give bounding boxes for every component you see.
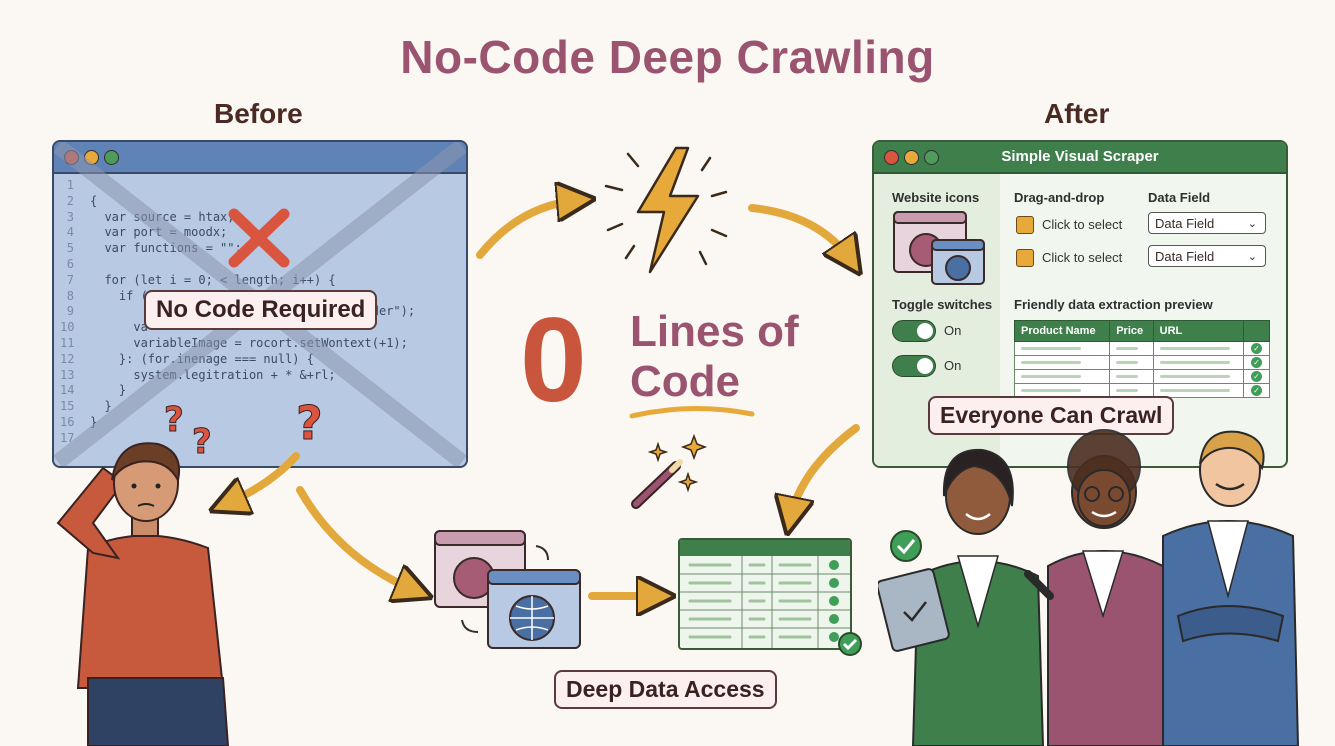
extraction-preview-table: Product Name Price URL ✓ ✓ ✓ ✓ — [1013, 320, 1271, 398]
svg-text:?: ? — [164, 400, 184, 440]
code-line-number: 17 — [60, 430, 75, 445]
code-line-number: 5 — [66, 241, 74, 256]
visual-scraper-window: Simple Visual Scraper Website icons Drag… — [872, 140, 1288, 468]
code-line-number: 1 — [66, 178, 74, 192]
data-field-select-2-value: Data Field — [1155, 249, 1215, 264]
code-line-number: 7 — [66, 272, 74, 287]
code-text: Code — [630, 357, 740, 406]
scraper-titlebar: Simple Visual Scraper — [874, 142, 1286, 174]
click-to-select-2[interactable]: Click to select — [1042, 250, 1123, 265]
chevron-down-icon: ⌄ — [1247, 251, 1257, 263]
code-line-number: 15 — [60, 399, 75, 414]
code-line-text: { — [90, 193, 98, 208]
preview-label: Friendly data extraction preview — [1014, 297, 1213, 312]
table-row: ✓ — [1013, 341, 1271, 356]
click-to-select-1[interactable]: Click to select — [1042, 217, 1123, 232]
col-product-name: Product Name — [1013, 320, 1111, 342]
code-line-text: variableImage = rocort.setWontext(+1); — [90, 336, 408, 350]
code-line-number: 2 — [66, 193, 74, 208]
svg-text:?: ? — [296, 396, 323, 450]
confused-person-illustration — [56, 442, 230, 746]
drag-and-drop-label: Drag-and-drop — [1014, 190, 1105, 205]
col-status — [1242, 320, 1271, 342]
code-line-number: 13 — [60, 367, 75, 382]
sheet-check-icon — [838, 632, 862, 656]
code-line-text: } — [90, 399, 112, 414]
svg-text:?: ? — [192, 422, 212, 462]
sheet-grid — [680, 540, 850, 648]
code-line-number: 14 — [60, 383, 75, 398]
code-line-text: } — [90, 383, 127, 398]
code-line-number: 6 — [66, 257, 74, 271]
extracted-data-sheet — [678, 538, 852, 650]
toggle-1-state: On — [944, 323, 962, 338]
website-icons-label: Website icons — [892, 190, 980, 205]
table-row: ✓ — [1013, 369, 1271, 384]
no-code-required-badge: No Code Required — [144, 290, 378, 330]
question-marks-icon: ? ? ? — [164, 396, 324, 463]
linked-websites-icon — [434, 530, 581, 649]
code-line-number: 8 — [66, 288, 74, 303]
maximize-dot-icon — [924, 150, 939, 165]
code-underline — [629, 406, 755, 419]
toggle-switch-2[interactable] — [892, 355, 936, 377]
lightning-bolt-icon — [604, 146, 728, 274]
col-price: Price — [1109, 320, 1154, 342]
chevron-down-icon: ⌄ — [1247, 218, 1257, 230]
col-url: URL — [1152, 320, 1244, 342]
code-line-number: 11 — [60, 336, 75, 350]
toggle-switch-1[interactable] — [892, 320, 936, 342]
data-field-label: Data Field — [1148, 190, 1211, 205]
code-line-number: 12 — [60, 351, 75, 366]
code-line-text: } — [90, 415, 98, 429]
toggle-2-state: On — [944, 358, 962, 373]
happy-team-illustration — [878, 429, 1300, 746]
table-row: ✓ — [1013, 355, 1271, 370]
code-line-text: }: (for.inenage === null) { — [90, 352, 314, 366]
before-heading: Before — [214, 98, 303, 129]
data-field-select-1[interactable]: Data Field ⌄ — [1148, 212, 1266, 234]
page-title: No-Code Deep Crawling — [400, 31, 935, 83]
maximize-dot-icon — [104, 150, 119, 165]
lines-of-text: Lines of — [630, 307, 799, 356]
everyone-can-crawl-badge: Everyone Can Crawl — [928, 396, 1175, 435]
select-checkbox-2[interactable] — [1016, 249, 1034, 267]
minimize-dot-icon — [904, 150, 919, 165]
data-field-select-1-value: Data Field — [1155, 216, 1215, 231]
close-dot-icon — [884, 150, 899, 165]
code-editor-window: 12{3 var source = htax;4 var port = mood… — [52, 140, 468, 468]
magic-wand-icon — [631, 433, 708, 509]
code-window-titlebar — [54, 142, 466, 174]
code-line-number: 9 — [66, 304, 74, 319]
after-heading: After — [1044, 98, 1110, 129]
red-x-icon — [228, 208, 290, 268]
code-line-number: 10 — [60, 320, 75, 335]
deep-data-access-badge: Deep Data Access — [554, 670, 777, 709]
toggle-switches-label: Toggle switches — [892, 297, 993, 312]
code-line-number: 16 — [60, 415, 75, 429]
code-line-number: 3 — [66, 209, 74, 224]
data-field-select-2[interactable]: Data Field ⌄ — [1148, 245, 1266, 267]
select-checkbox-1[interactable] — [1016, 216, 1034, 234]
code-line-number: 4 — [66, 225, 74, 240]
scraper-window-title: Simple Visual Scraper — [1001, 148, 1159, 165]
website-icons-illustration — [893, 211, 985, 285]
zero-numeral: 0 — [520, 293, 587, 427]
